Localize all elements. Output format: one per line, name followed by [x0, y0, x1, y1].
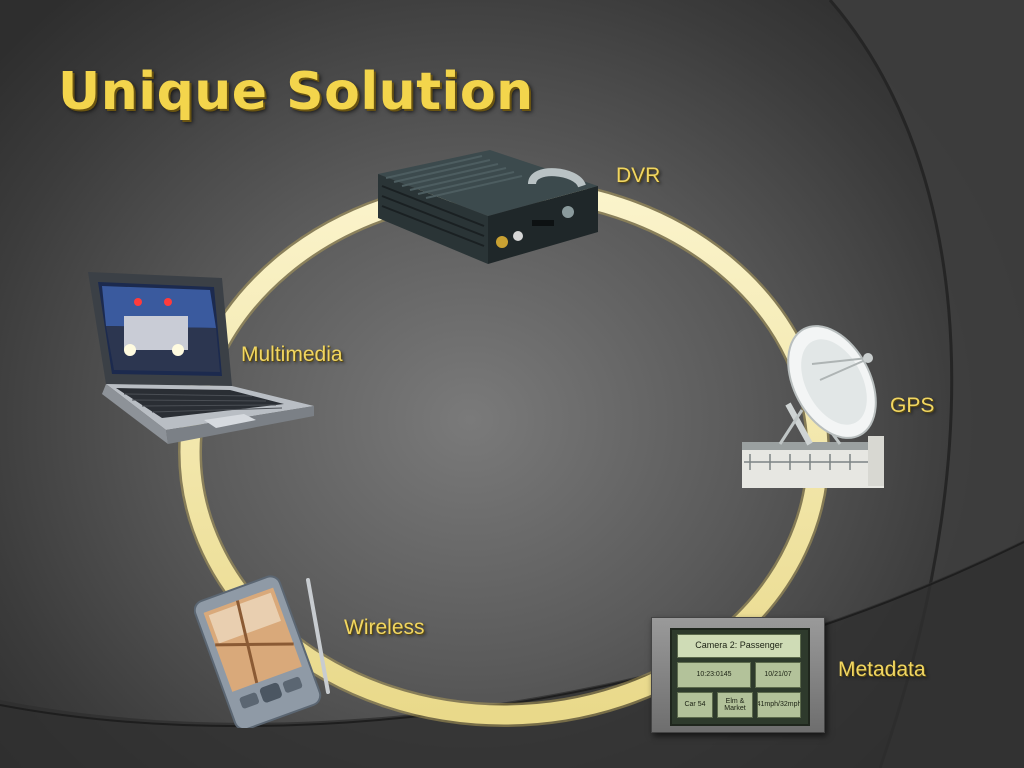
pda-icon [194, 575, 330, 728]
laptop-icon [88, 272, 314, 444]
metadata-label: Metadata [838, 658, 926, 681]
car-field: Car 54 [677, 692, 713, 718]
location-field: Elm & Market [717, 692, 753, 718]
dvr-icon [378, 150, 598, 264]
metadata-screen-icon: Camera 2: Passenger 10:23:0145 10/21/07 … [651, 617, 825, 733]
satellite-dish-icon [742, 325, 884, 488]
wireless-label: Wireless [344, 616, 425, 639]
multimedia-label: Multimedia [241, 343, 343, 366]
time-field: 10:23:0145 [677, 662, 751, 688]
speed-field: 41mph/32mph [757, 692, 801, 718]
slide-title: Unique Solution [58, 62, 534, 122]
camera-field: Camera 2: Passenger [677, 634, 801, 658]
metadata-display: Camera 2: Passenger 10:23:0145 10/21/07 … [670, 628, 810, 726]
date-field: 10/21/07 [755, 662, 801, 688]
gps-label: GPS [890, 394, 935, 417]
dvr-label: DVR [616, 164, 661, 187]
